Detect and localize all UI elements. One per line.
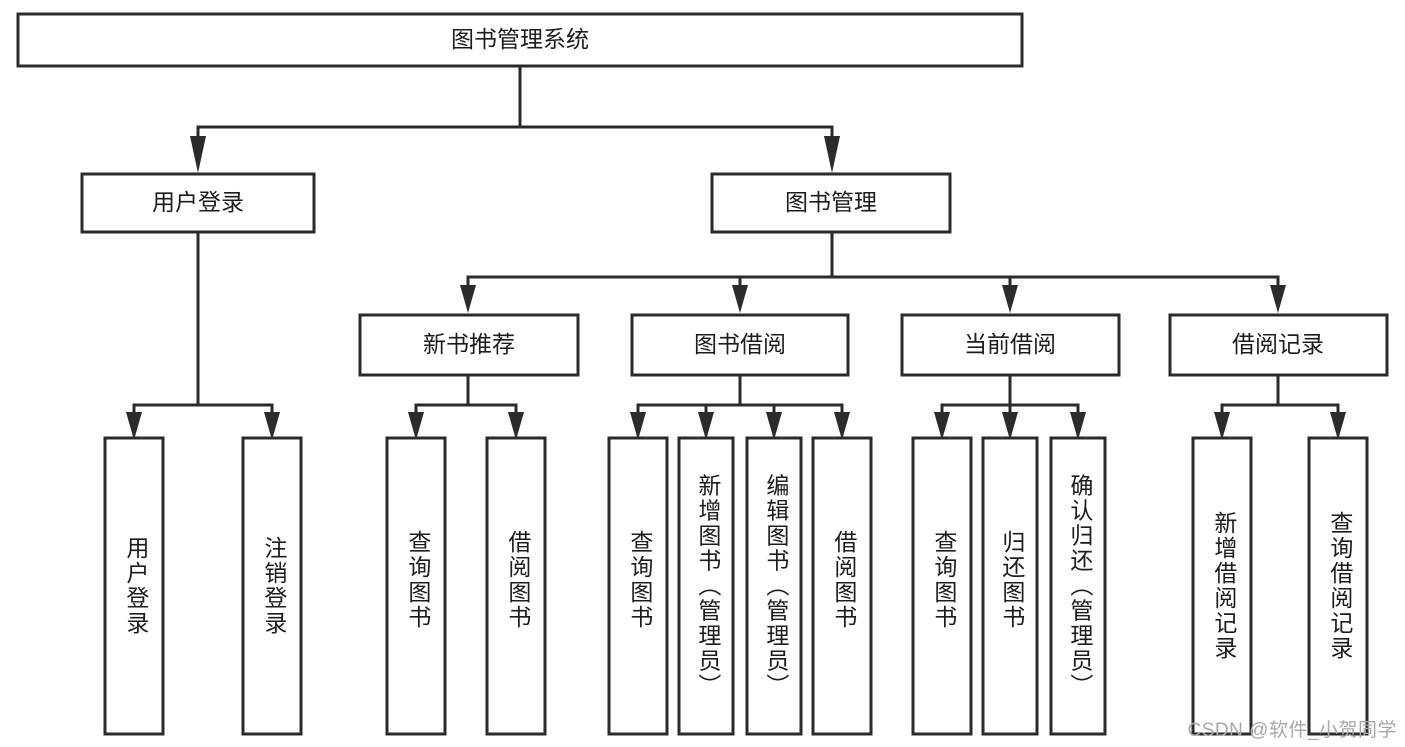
- node-leaf-query-book-borrow-box[interactable]: [607, 436, 669, 736]
- arrow-to-leaf-query-record: [1330, 412, 1346, 440]
- node-book-management[interactable]: 图书管理: [710, 172, 952, 234]
- node-new-book-recommend-label: 新书推荐: [423, 331, 515, 357]
- node-leaf-user-login-label: 用户登录: [123, 536, 150, 636]
- node-leaf-query-book-current[interactable]: 查询图书: [911, 436, 973, 736]
- node-leaf-query-book-borrow-label: 查询图书: [627, 530, 654, 630]
- node-leaf-query-book-recommend[interactable]: 查询图书: [385, 436, 447, 736]
- node-leaf-borrow-book-borrow[interactable]: 借阅图书: [811, 436, 873, 736]
- node-leaf-edit-book[interactable]: 编辑图书（管理员）: [745, 436, 803, 736]
- node-leaf-return-book[interactable]: 归还图书: [981, 436, 1039, 736]
- node-leaf-add-book-box[interactable]: [677, 436, 735, 736]
- arrow-to-user-login: [190, 136, 206, 173]
- arrow-to-leaf-user-login: [126, 412, 142, 440]
- node-leaf-query-book-recommend-box[interactable]: [385, 436, 447, 736]
- node-leaf-user-login-box[interactable]: [103, 436, 165, 736]
- node-book-management-box[interactable]: [710, 172, 952, 234]
- node-current-borrow-box[interactable]: [900, 313, 1121, 377]
- node-leaf-borrow-book-recommend-box[interactable]: [485, 436, 547, 736]
- node-leaf-add-borrow-record[interactable]: 新增借阅记录: [1191, 436, 1253, 736]
- node-book-borrow[interactable]: 图书借阅: [630, 313, 850, 377]
- arrow-to-leaf-return-book: [1002, 412, 1018, 440]
- node-root-box[interactable]: [16, 12, 1024, 68]
- arrow-to-leaf-query-book-b: [630, 412, 646, 440]
- node-leaf-confirm-return[interactable]: 确认归还（管理员）: [1049, 436, 1107, 736]
- node-new-book-recommend-box[interactable]: [358, 313, 580, 377]
- node-leaf-query-book-recommend-label: 查询图书: [405, 530, 432, 630]
- node-leaf-borrow-book-recommend[interactable]: 借阅图书: [485, 436, 547, 736]
- arrow-to-current: [1002, 285, 1018, 313]
- node-leaf-add-borrow-record-label: 新增借阅记录: [1211, 511, 1238, 661]
- node-root-system[interactable]: 图书管理系统: [16, 12, 1024, 68]
- node-borrow-records-box[interactable]: [1168, 313, 1389, 377]
- node-leaf-borrow-book-recommend-label: 借阅图书: [505, 530, 532, 630]
- arrow-to-borrow: [732, 285, 748, 313]
- node-leaf-return-book-box[interactable]: [981, 436, 1039, 736]
- arrow-to-leaf-logout: [264, 412, 280, 440]
- node-leaf-confirm-return-box[interactable]: [1049, 436, 1107, 736]
- arrow-to-leaf-query-book-c: [934, 412, 950, 440]
- node-leaf-query-borrow-record-label: 查询借阅记录: [1327, 511, 1354, 661]
- arrow-to-leaf-edit-book: [766, 412, 782, 440]
- arrow-to-leaf-query-book-a: [408, 412, 424, 440]
- node-borrow-records[interactable]: 借阅记录: [1168, 313, 1389, 377]
- node-leaf-return-book-label: 归还图书: [999, 530, 1026, 630]
- node-leaf-borrow-book-borrow-label: 借阅图书: [831, 530, 858, 630]
- node-user-login-box[interactable]: [80, 172, 316, 234]
- arrow-to-book-mgmt: [824, 136, 840, 173]
- node-leaf-query-borrow-record[interactable]: 查询借阅记录: [1307, 436, 1369, 736]
- node-current-borrow-label: 当前借阅: [964, 331, 1056, 357]
- arrow-to-leaf-borrow-book-a: [508, 412, 524, 440]
- arrow-to-records: [1270, 285, 1286, 313]
- arrow-to-leaf-add-book: [698, 412, 714, 440]
- node-user-login[interactable]: 用户登录: [80, 172, 316, 234]
- node-leaf-borrow-book-borrow-box[interactable]: [811, 436, 873, 736]
- arrow-to-leaf-borrow-book-b: [834, 412, 850, 440]
- node-leaf-add-book[interactable]: 新增图书（管理员）: [677, 436, 735, 736]
- node-leaf-query-book-current-box[interactable]: [911, 436, 973, 736]
- node-leaf-query-borrow-record-box[interactable]: [1307, 436, 1369, 736]
- node-leaf-logout-box[interactable]: [241, 436, 303, 736]
- node-leaf-query-book-borrow[interactable]: 查询图书: [607, 436, 669, 736]
- node-leaf-edit-book-box[interactable]: [745, 436, 803, 736]
- node-leaf-logout[interactable]: 注销登录: [241, 436, 303, 736]
- node-leaf-add-book-label: 新增图书（管理员）: [695, 474, 722, 699]
- node-new-book-recommend[interactable]: 新书推荐: [358, 313, 580, 377]
- node-leaf-edit-book-label: 编辑图书（管理员）: [763, 474, 790, 699]
- node-book-borrow-box[interactable]: [630, 313, 850, 377]
- node-current-borrow[interactable]: 当前借阅: [900, 313, 1121, 377]
- node-book-borrow-label: 图书借阅: [694, 331, 786, 357]
- node-leaf-user-login[interactable]: 用户登录: [103, 436, 165, 736]
- node-borrow-records-label: 借阅记录: [1232, 331, 1324, 357]
- arrow-to-leaf-confirm-return: [1070, 412, 1086, 440]
- node-book-management-label: 图书管理: [785, 189, 877, 215]
- node-user-login-label: 用户登录: [152, 189, 244, 215]
- arrow-to-leaf-add-record: [1214, 412, 1230, 440]
- node-leaf-logout-label: 注销登录: [261, 536, 288, 636]
- node-leaf-add-borrow-record-box[interactable]: [1191, 436, 1253, 736]
- node-leaf-confirm-return-label: 确认归还（管理员）: [1067, 474, 1094, 699]
- arrow-to-newbook: [460, 285, 476, 313]
- node-leaf-query-book-current-label: 查询图书: [931, 530, 958, 630]
- node-root-label: 图书管理系统: [451, 26, 589, 52]
- connector-group: [126, 64, 1346, 440]
